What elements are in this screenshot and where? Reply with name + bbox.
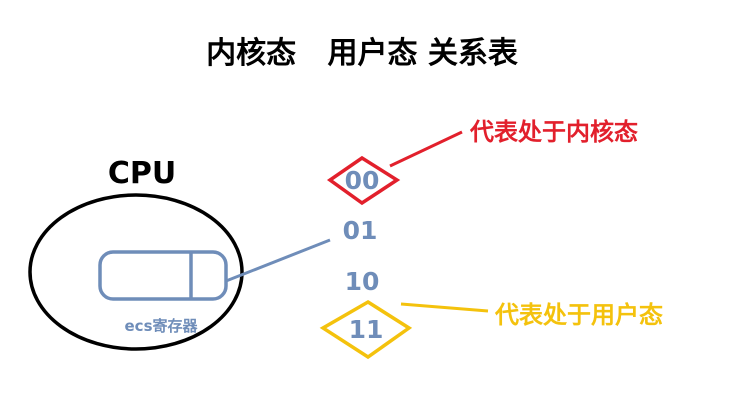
register-connector	[225, 238, 331, 283]
bit-value-10: 10	[345, 267, 380, 296]
register-box	[98, 250, 228, 301]
user-diamond	[319, 299, 413, 360]
bit-value-11: 11	[349, 315, 384, 344]
user-connector	[400, 302, 489, 313]
register-label: ecs寄存器	[125, 317, 199, 335]
kernel-mode-annotation: 代表处于内核态	[469, 118, 638, 146]
bit-value-01: 01	[343, 216, 378, 245]
kernel-diamond	[326, 155, 401, 206]
cpu-label: CPU	[108, 156, 176, 191]
bit-value-00: 00	[345, 166, 380, 195]
diagram-title: 内核态 用户态 关系表	[206, 36, 518, 71]
kernel-connector	[389, 130, 463, 168]
user-mode-annotation: 代表处于用户态	[494, 301, 663, 329]
cpu-ellipse	[28, 193, 244, 351]
